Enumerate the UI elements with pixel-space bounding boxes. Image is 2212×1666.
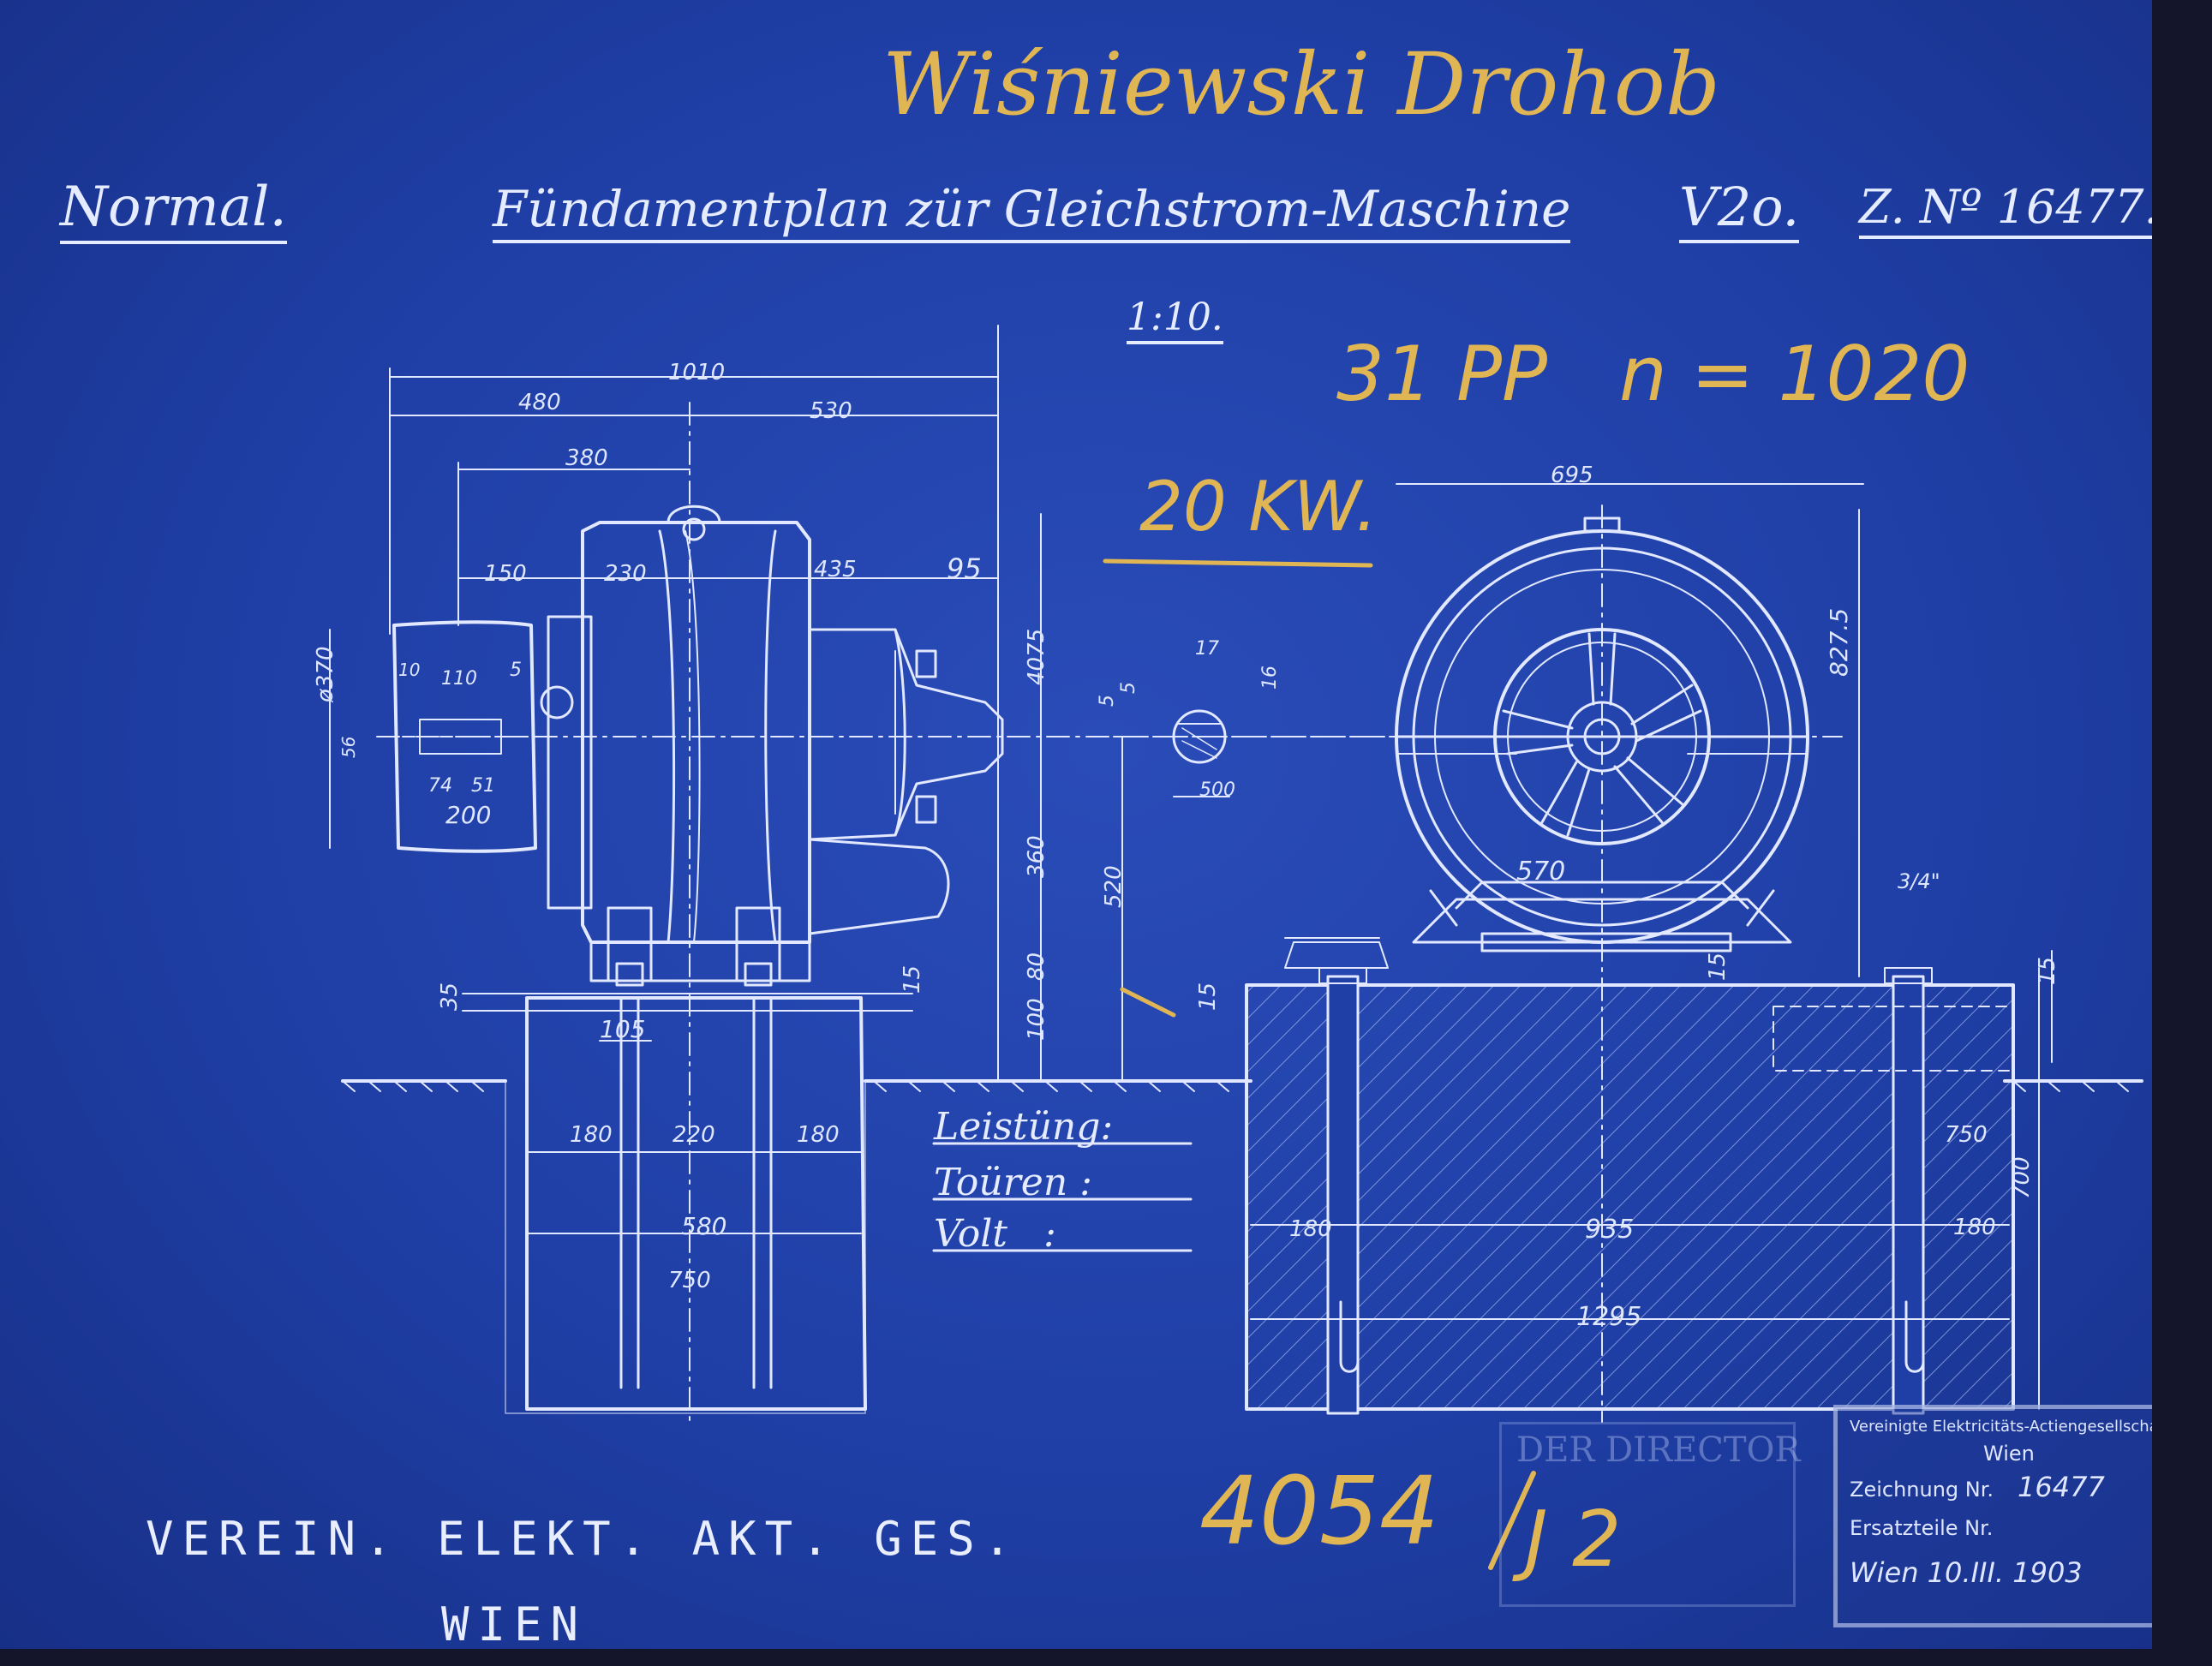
dim-found-180a: 180 xyxy=(570,1122,613,1148)
paper-edge-bottom xyxy=(0,1649,2212,1666)
scale-label: 1:10. xyxy=(1127,296,1223,344)
stamp-drawing-label: Zeichnung Nr. xyxy=(1850,1478,1994,1502)
maker-line2: WIEN xyxy=(441,1597,588,1651)
maker-line1: VEREIN. ELEKT. AKT. GES. xyxy=(146,1512,1020,1566)
ink-order-suffix: J 2 xyxy=(1525,1495,1622,1585)
dim-pulley-56: 56 xyxy=(338,736,359,758)
dim-pulley-110: 110 xyxy=(441,668,477,690)
paper-edge-right xyxy=(2152,0,2212,1666)
dim-520: 520 xyxy=(1101,865,1127,908)
dimension-lines-side xyxy=(329,325,1123,1153)
dim-pulley-5: 5 xyxy=(510,660,522,681)
stamp-date: Wien 10.III. 1903 xyxy=(1850,1556,2083,1589)
dim-80: 80 xyxy=(1024,952,1049,981)
stamp-drawing-value: 16477 xyxy=(2018,1471,2105,1503)
dim-pulley-74: 74 xyxy=(428,775,452,797)
ink-customer: Wiśniewski Drohob xyxy=(882,34,1720,134)
dim-480: 480 xyxy=(518,390,561,415)
power-ink-underline xyxy=(1103,558,1373,568)
header-drawing-number: Z. Nº 16477. xyxy=(1859,180,2159,239)
dim-front-15a: 15 xyxy=(1195,982,1221,1011)
front-machine xyxy=(1395,517,1809,952)
ink-tick xyxy=(1120,987,1176,1018)
dim-front-34: 3/4" xyxy=(1898,869,1940,893)
dim-front-935: 935 xyxy=(1585,1215,1635,1245)
dim-pulley-51: 51 xyxy=(471,775,495,797)
ratings-underlines xyxy=(932,1142,1193,1252)
dim-pulley-200: 200 xyxy=(445,801,492,829)
ground-line xyxy=(341,1079,2143,1414)
dim-key-17: 17 xyxy=(1195,638,1219,660)
dim-front-750: 750 xyxy=(1945,1122,1988,1148)
dim-found-180b: 180 xyxy=(797,1122,840,1148)
dim-1010: 1010 xyxy=(668,360,726,385)
dim-100: 100 xyxy=(1024,998,1049,1041)
order-slash xyxy=(1488,1471,1536,1570)
dim-105: 105 xyxy=(600,1015,646,1043)
ink-power: 20 KW. xyxy=(1139,467,1378,546)
rating-touren: Toüren : xyxy=(934,1161,1092,1204)
dim-found-220: 220 xyxy=(673,1122,715,1148)
front-foundation xyxy=(1245,483,2053,1415)
director-stamp-label: DER DIRECTOR xyxy=(1516,1430,1801,1470)
dim-front-15b: 15 xyxy=(1705,952,1731,981)
dim-435: 435 xyxy=(814,557,857,582)
dim-530: 530 xyxy=(810,398,852,424)
dim-front-695: 695 xyxy=(1551,463,1593,488)
dim-4075: 4075 xyxy=(1024,628,1049,685)
dim-pulley-10: 10 xyxy=(398,660,421,680)
dim-95: 95 xyxy=(947,552,982,585)
key-detail xyxy=(1172,709,1230,797)
dim-380: 380 xyxy=(565,445,608,471)
ink-poles-speed: 31 PP n = 1020 xyxy=(1336,330,1970,418)
side-machine xyxy=(540,505,1004,987)
stamp-company: Vereinigte Elektricitäts-Actiengesellsch… xyxy=(1850,1418,2170,1436)
dim-230: 230 xyxy=(604,561,647,587)
dim-150: 150 xyxy=(484,561,527,587)
stamp-city: Wien xyxy=(1983,1442,2035,1466)
dim-front-700: 700 xyxy=(2009,1156,2035,1199)
dim-front-8275: 827.5 xyxy=(1825,607,1853,677)
dim-35: 35 xyxy=(437,982,463,1011)
director-stamp xyxy=(1499,1422,1796,1607)
rating-leistung: Leistüng: xyxy=(934,1105,1114,1149)
dim-front-180b: 180 xyxy=(1953,1215,1996,1240)
dim-front-570: 570 xyxy=(1516,857,1566,887)
dim-pulley-dia: ø370 xyxy=(313,646,338,702)
side-foundation xyxy=(525,996,867,1411)
dim-360: 360 xyxy=(1024,835,1049,878)
rating-volt: Volt : xyxy=(934,1212,1056,1256)
dim-front-180a: 180 xyxy=(1289,1216,1332,1242)
dim-key-5b: 5 xyxy=(1118,682,1139,694)
stamp-reference-label: Ersatzteile Nr. xyxy=(1850,1516,1994,1540)
header-normal: Normal. xyxy=(60,176,287,244)
dim-front-15c: 15 xyxy=(2035,956,2060,985)
dim-key-16: 16 xyxy=(1259,666,1281,690)
header-title: Fündamentplan zür Gleichstrom-Maschine xyxy=(493,180,1571,243)
dim-15-side: 15 xyxy=(900,964,925,994)
dim-front-1295: 1295 xyxy=(1576,1302,1642,1332)
ink-order-number: 4054 xyxy=(1199,1456,1439,1566)
company-stamp: Vereinigte Elektricitäts-Actiengesellsch… xyxy=(1833,1405,2170,1627)
dim-key-5a: 5 xyxy=(1097,695,1118,707)
dim-found-580: 580 xyxy=(681,1212,727,1240)
dim-key-500: 500 xyxy=(1199,779,1235,801)
header-model: V2o. xyxy=(1679,176,1800,243)
dim-found-750: 750 xyxy=(668,1268,711,1293)
